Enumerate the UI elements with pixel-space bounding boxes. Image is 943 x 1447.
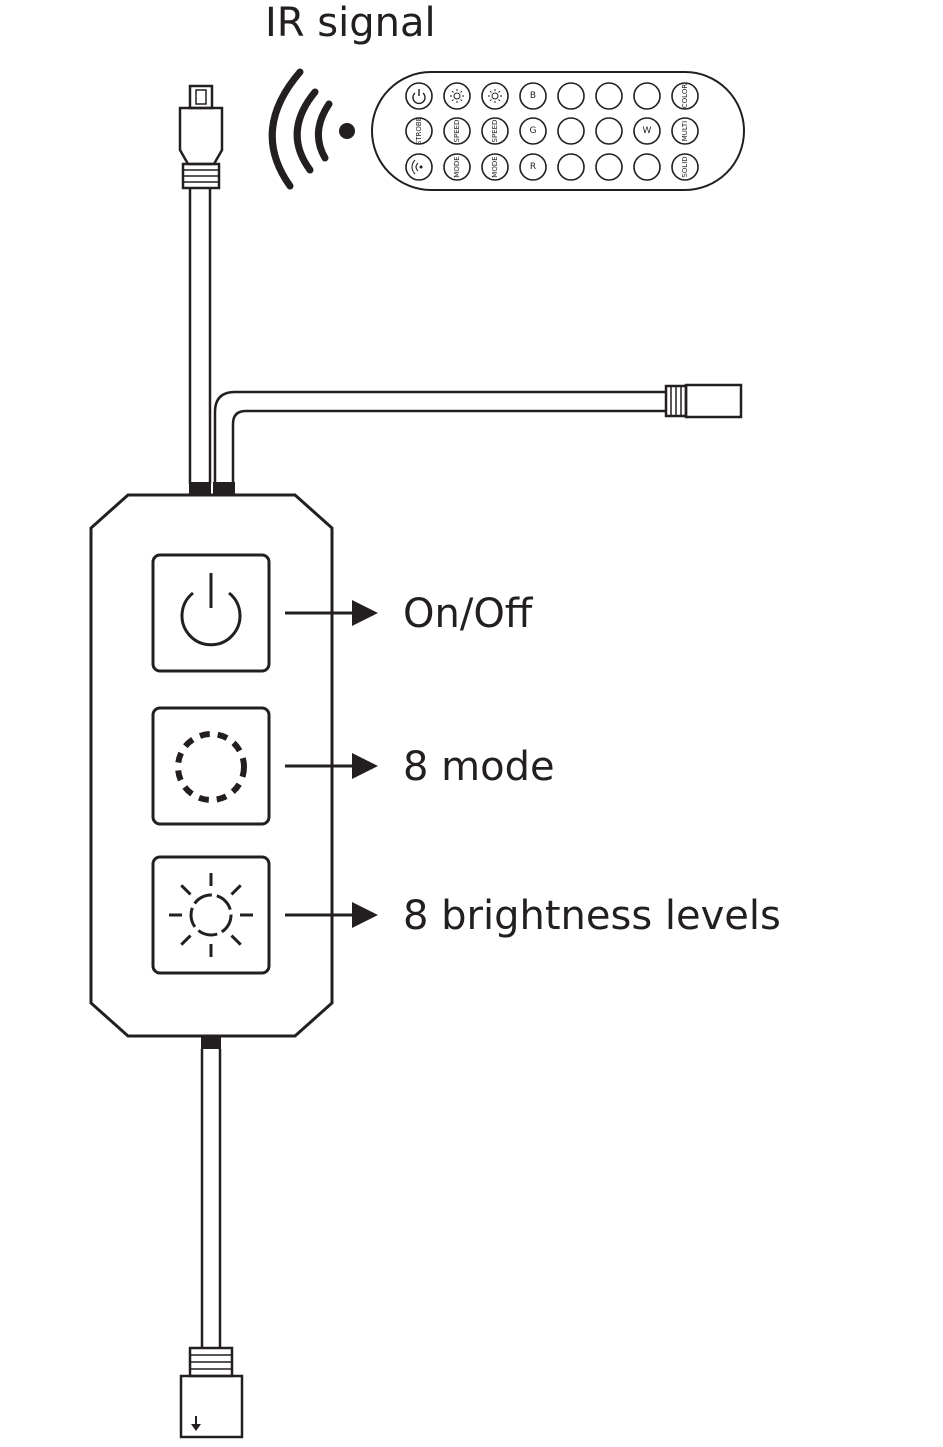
remote-button-label: G [530, 126, 537, 136]
remote-button-label: SPEED [491, 120, 499, 143]
remote-button-label: B [530, 91, 536, 101]
ir-signal-label: IR signal [265, 0, 436, 46]
remote-button-label: W [643, 126, 652, 136]
controller-button-label: On/Off [403, 591, 534, 637]
remote-button[interactable] [595, 82, 623, 110]
sun-icon [169, 873, 253, 957]
cable-sleeve [201, 1035, 221, 1049]
remote-button-label: MULTI [681, 121, 689, 141]
power-icon [412, 89, 426, 105]
remote-button[interactable]: SOLID [671, 153, 699, 181]
remote-button[interactable] [405, 82, 433, 110]
dashed-circle-icon [175, 731, 247, 803]
remote-button[interactable]: R [519, 153, 547, 181]
top-plug-connector [178, 84, 224, 484]
remote-button[interactable]: B [519, 82, 547, 110]
remote-button-label: R [530, 162, 536, 172]
remote-button[interactable]: STROBE [405, 117, 433, 145]
arrow-right-icon [285, 753, 378, 779]
remote-button-label: COLOR [681, 84, 689, 109]
arrow-down-icon [191, 1416, 201, 1431]
controller-body [89, 493, 334, 1038]
cable-sleeve [189, 482, 211, 496]
ir-waves-icon [268, 68, 355, 190]
remote-button-label: STROBE [415, 117, 423, 145]
remote-button[interactable]: SPEED [443, 117, 471, 145]
remote-button[interactable]: COLOR [671, 82, 699, 110]
wifi-icon [411, 159, 423, 175]
remote-button[interactable] [595, 117, 623, 145]
brightness-up-icon [450, 89, 464, 103]
ir-remote: B COLOR STROBE SPEED SPEED G W MULTI MODE MODE R SO… [371, 71, 745, 191]
remote-button[interactable]: W [633, 117, 661, 145]
remote-button[interactable] [405, 153, 433, 181]
brightness-down-icon [488, 89, 502, 103]
controller-button-label: 8 mode [403, 744, 555, 790]
controller-button-1[interactable] [151, 553, 271, 673]
remote-button[interactable]: MODE [481, 153, 509, 181]
remote-button[interactable] [481, 82, 509, 110]
cable-sleeve [213, 482, 235, 496]
remote-button[interactable] [557, 117, 585, 145]
remote-button[interactable] [557, 82, 585, 110]
remote-button[interactable]: SPEED [481, 117, 509, 145]
remote-button-label: MODE [491, 156, 499, 177]
bottom-cable [200, 1049, 222, 1348]
arrow-right-icon [285, 902, 378, 928]
arrow-right-icon [285, 600, 378, 626]
remote-button[interactable] [633, 153, 661, 181]
remote-button[interactable]: G [519, 117, 547, 145]
remote-button[interactable] [557, 153, 585, 181]
remote-button[interactable] [443, 82, 471, 110]
controller-button-label: 8 brightness levels [403, 893, 781, 939]
remote-button[interactable] [633, 82, 661, 110]
remote-button-label: SPEED [453, 120, 461, 143]
controller-button-2[interactable] [151, 706, 271, 826]
remote-button-label: MODE [453, 156, 461, 177]
power-cable-connector [213, 383, 743, 484]
bottom-connector [179, 1346, 244, 1439]
remote-button[interactable]: MODE [443, 153, 471, 181]
remote-button-label: SOLID [681, 156, 689, 177]
remote-button[interactable] [595, 153, 623, 181]
power-icon [180, 573, 242, 647]
controller-button-3[interactable] [151, 855, 271, 975]
remote-button[interactable]: MULTI [671, 117, 699, 145]
